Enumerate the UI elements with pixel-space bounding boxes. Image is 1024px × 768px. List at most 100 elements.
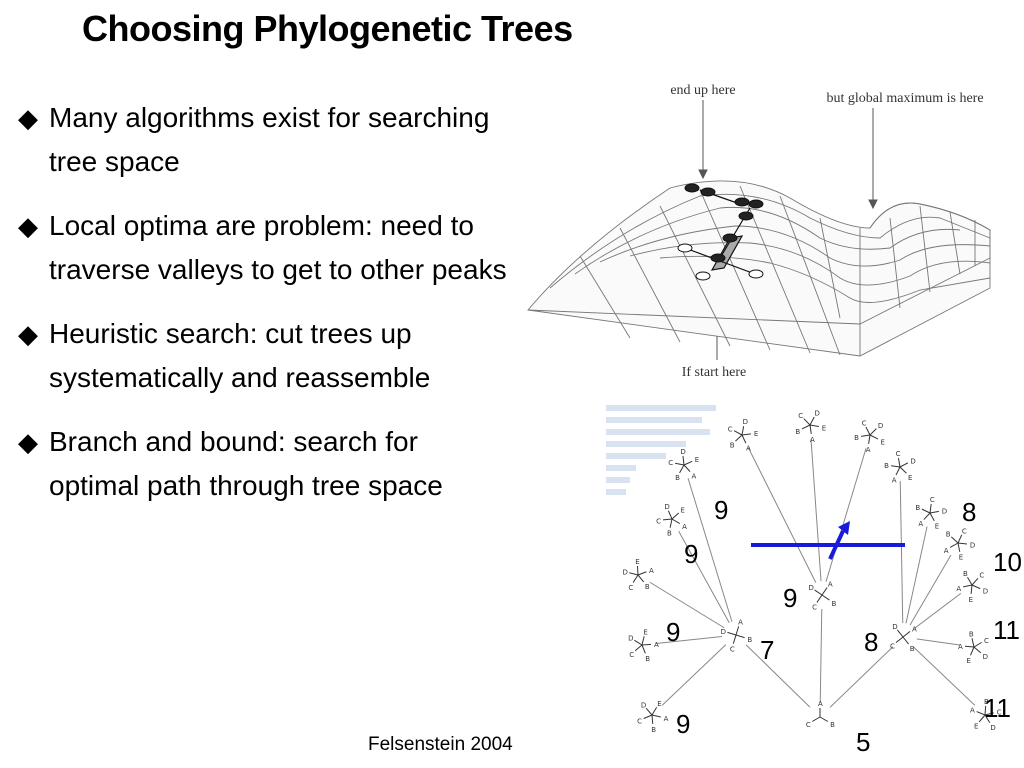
score-label-left-1: 9 [714, 495, 728, 525]
tree-leaf-label: A [691, 472, 696, 480]
score-label-root: 5 [856, 727, 870, 757]
diamond-bullet-icon: ◆ [18, 427, 38, 457]
tree-leaf-label: B [730, 442, 735, 450]
score-label-center: 9 [783, 583, 797, 613]
tree-leaf-label: C [962, 527, 967, 535]
unrooted-tree-icon: A BCD E [656, 503, 687, 537]
tree-leaf-label: E [935, 522, 939, 530]
tree-leaf-label: D [892, 623, 897, 631]
tree-leaf-label: C [930, 496, 935, 504]
tree-leaf-label: D [622, 568, 627, 576]
tree-leaf-label: C [798, 412, 803, 420]
tree-leaf-label: E [643, 628, 647, 636]
tree-leaf-label: A [738, 619, 743, 627]
tree-leaf-label: C [728, 425, 733, 433]
tree-leaf-label: B [747, 636, 752, 644]
tree-leaf-label: B [645, 583, 650, 591]
tree-leaf-label: D [942, 507, 947, 515]
figure-credit: Felsenstein 2004 [368, 734, 513, 755]
tree-leaf-label: B [830, 721, 835, 729]
tree-leaf-label: C [862, 420, 867, 428]
landscape-surface [527, 180, 991, 357]
tree-leaf-label: E [822, 424, 826, 432]
landscape-path-nodes [677, 183, 764, 281]
score-label-right-mid: 8 [864, 627, 878, 657]
score-label-right-2: 10 [993, 547, 1022, 577]
score-label-left-3: 9 [666, 617, 680, 647]
tree-leaf-label: C [890, 643, 895, 651]
tree-leaf-label: B [675, 474, 680, 482]
tree-leaf-label: E [959, 554, 963, 562]
tree-leaf-label: C [896, 450, 901, 458]
diamond-bullet-icon: ◆ [18, 211, 38, 241]
tree-leaf-label: D [628, 635, 633, 643]
tree-leaf-label: A [958, 643, 963, 651]
tree-leaf-label: C [668, 459, 673, 467]
tree-leaf-label: A [956, 585, 961, 593]
tree-leaf-label: B [854, 434, 859, 442]
tree-leaf-label: D [878, 422, 883, 430]
tree-leaf-label: E [969, 596, 973, 604]
tree-leaf-label: A [892, 477, 897, 485]
landscape-label-start: If start here [682, 365, 747, 380]
tree-leaf-label: E [680, 507, 684, 515]
bullet-item: ◆ Heuristic search: cut trees up systema… [18, 312, 508, 400]
tree-leaf-label: A [918, 520, 923, 528]
tree-leaf-label: C [806, 721, 811, 729]
tree-leaf-label: D [641, 701, 646, 709]
tree-leaf-label: C [997, 709, 1002, 717]
tree-leaf-label: C [979, 572, 984, 580]
tree-leaf-label: A [828, 580, 833, 588]
tree-leaf-label: C [656, 517, 661, 525]
unrooted-tree-icon: A B C D [889, 623, 917, 653]
landscape-label-global: but global maximum is here [826, 91, 983, 106]
score-label-left-2: 9 [684, 539, 698, 569]
tree-leaf-label: B [984, 698, 989, 706]
tree-leaf-label: E [967, 657, 971, 665]
tree-leaf-label: E [974, 723, 978, 731]
tree-leaf-label: E [695, 456, 699, 464]
tree-leaf-label: D [664, 503, 669, 511]
bullet-item: ◆ Local optima are problem: need to trav… [18, 204, 508, 292]
tree-leaf-label: B [832, 600, 837, 608]
tree-leaf-label: A [912, 625, 917, 633]
tree-leaf-label: A [970, 707, 975, 715]
tree-leaf-label: C [984, 637, 989, 645]
tree-leaf-label: A [818, 700, 823, 708]
tree-leaf-label: B [969, 630, 974, 638]
tree-leaf-label: A [682, 523, 687, 531]
tree-leaf-label: D [910, 457, 915, 465]
tree-leaf-label: D [815, 410, 820, 418]
tree-leaf-label: D [990, 724, 995, 732]
bullet-list: ◆ Many algorithms exist for searching tr… [18, 96, 508, 528]
faded-legend-text [606, 405, 716, 495]
tree-leaf-label: C [628, 584, 633, 592]
tree-leaf-label: D [680, 448, 685, 456]
tree-leaf-label: B [963, 570, 968, 578]
bullet-text: Heuristic search: cut trees up systemati… [49, 318, 431, 393]
bullet-text: Branch and bound: search for optimal pat… [49, 426, 443, 501]
tree-leaf-label: B [884, 462, 889, 470]
bound-marker [751, 521, 905, 560]
tree-leaf-label: B [910, 645, 915, 653]
tree-leaf-label: B [946, 531, 951, 539]
bullet-text: Local optima are problem: need to traver… [49, 210, 507, 285]
tree-leaf-label: D [743, 418, 748, 426]
tree-leaf-label: B [667, 530, 672, 538]
tree-leaf-label: C [812, 604, 817, 612]
score-label-left-4: 9 [676, 709, 690, 739]
unrooted-tree-icon: A B C [806, 700, 835, 731]
tree-leaf-label: C [637, 717, 642, 725]
